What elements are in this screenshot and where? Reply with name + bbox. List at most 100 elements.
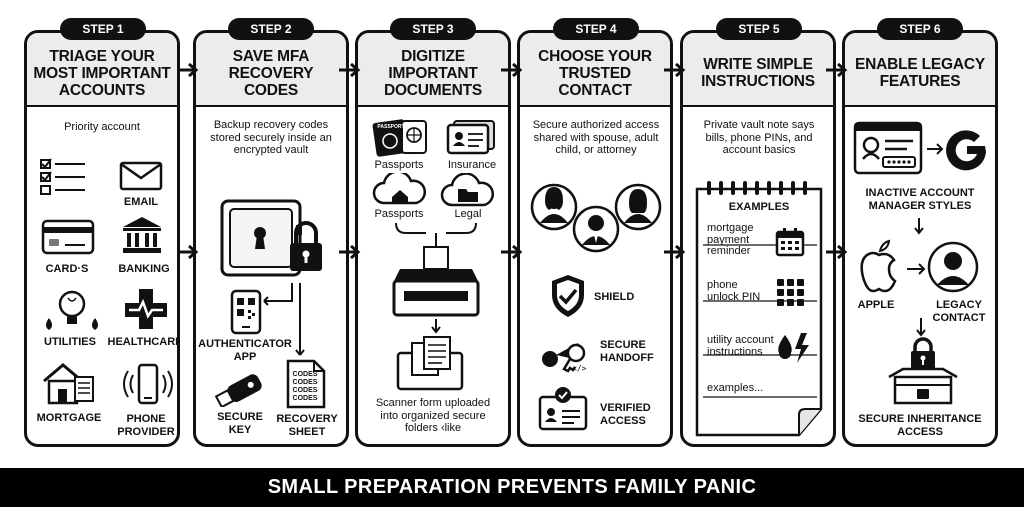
verified-id-icon: [538, 387, 588, 431]
step-2-note: Backup recovery codes stored securely in…: [210, 119, 332, 156]
arrow-3-4-top: [501, 62, 523, 78]
account-to-google-icon: [853, 121, 986, 175]
step-1-title: TRIAGE YOUR MOST IMPORTANT ACCOUNTS: [33, 47, 171, 99]
step-2-panel: SAVE MFA RECOVERY CODES Backup recovery …: [193, 30, 349, 447]
checklist-icon: [40, 158, 85, 195]
passport-icon: [372, 119, 427, 157]
step-3-title: DIGITIZE IMPORTANT DOCUMENTS: [383, 47, 483, 99]
step-3-note: Scanner form uploaded into organized sec…: [375, 397, 491, 434]
arrow-3-4-mid: [501, 244, 523, 260]
step-4-header: CHOOSE YOUR TRUSTED CONTACT: [520, 33, 670, 107]
codes-line-3: CODES: [292, 387, 318, 394]
step-1-header: TRIAGE YOUR MOST IMPORTANT ACCOUNTS: [27, 33, 177, 107]
documents-stack-icon: [396, 336, 464, 391]
codes-line-1: CODES: [292, 371, 318, 378]
step-6-badge: STEP 6: [877, 18, 963, 40]
infographic-canvas: STEP 1 TRIAGE YOUR MOST IMPORTANT ACCOUN…: [0, 0, 1024, 468]
smartphone-icon: [123, 363, 173, 405]
arrow-2-3-top: [339, 62, 361, 78]
legal-label: Legal: [454, 208, 482, 220]
step-5-title: WRITE SIMPLE INSTRUCTIONS: [701, 56, 815, 90]
keys-icon: </>: [542, 343, 587, 373]
arrow-5-6-top: [826, 62, 848, 78]
email-label: EMAIL: [123, 196, 159, 208]
example-more: examples...: [707, 382, 764, 394]
example-mortgage: mortgage payment reminder: [707, 222, 754, 257]
step-4-badge: STEP 4: [553, 18, 639, 40]
down-arrow-2: [916, 318, 926, 337]
step-3-badge: STEP 3: [390, 18, 476, 40]
notepad-icon: [695, 181, 823, 437]
mortgage-label: MORTGAGE: [36, 412, 102, 424]
shield-check-icon: [552, 275, 584, 317]
example-phone-pin: phone unlock PIN: [707, 279, 761, 303]
step-2-header: SAVE MFA RECOVERY CODES: [196, 33, 346, 107]
arrow-1-2-top: [177, 62, 199, 78]
vault-safe-icon: [220, 199, 322, 277]
house-icon: [43, 363, 94, 405]
usb-key-icon: [214, 374, 262, 407]
calendar-icon: [775, 228, 805, 257]
shield-label: SHIELD: [594, 291, 635, 303]
svg-text:</>: </>: [572, 364, 587, 373]
passport-word: PASSPORT: [377, 124, 405, 130]
example-utility: utility account instructions: [707, 334, 774, 358]
arrow-5-6-mid: [826, 244, 848, 260]
verified-access-label: VERIFIED ACCESS: [600, 402, 651, 427]
banking-label: BANKING: [118, 263, 170, 275]
passports-label-1: Passports: [374, 159, 424, 171]
passports-label-2: Passports: [374, 208, 424, 220]
step-5-header: WRITE SIMPLE INSTRUCTIONS: [683, 33, 833, 107]
arrow-4-5-mid: [664, 244, 686, 260]
secure-key-label: SECURE KEY: [217, 411, 263, 436]
step-1-note: Priority account: [64, 121, 140, 133]
step-3-header: DIGITIZE IMPORTANT DOCUMENTS: [358, 33, 508, 107]
inheritance-box-icon: [888, 337, 958, 405]
secure-inheritance-label: SECURE INHERITANCE ACCESS: [858, 413, 982, 438]
insurance-label: Insurance: [447, 159, 497, 171]
utilities-label: UTILITIES: [44, 336, 96, 348]
step-2-badge: STEP 2: [228, 18, 314, 40]
secure-handoff-label: SECURE HANDOFF: [600, 339, 654, 364]
codes-line-4: CODES: [292, 395, 318, 402]
authenticator-label: AUTHENTICATOR APP: [198, 338, 292, 363]
cloud-home-icon: [372, 173, 426, 205]
email-icon: [119, 161, 163, 191]
step-2-title: SAVE MFA RECOVERY CODES: [228, 47, 314, 99]
legacy-contact-label: LEGACY CONTACT: [932, 299, 986, 324]
authenticator-qr-icon: [230, 289, 262, 335]
inactive-account-manager-label: INACTIVE ACCOUNT MANAGER STYLES: [865, 187, 975, 212]
utilities-icon: [46, 290, 98, 330]
step-6-header: ENABLE LEGACY FEATURES: [845, 33, 995, 107]
water-bolt-icon: [778, 333, 809, 363]
step-5-badge: STEP 5: [716, 18, 802, 40]
codes-line-2: CODES: [292, 379, 318, 386]
branch-connector: [263, 283, 305, 356]
down-arrow-1: [914, 218, 924, 235]
step-4-panel: CHOOSE YOUR TRUSTED CONTACT Secure autho…: [517, 30, 673, 447]
keypad-icon: [777, 279, 804, 306]
step-6-title: ENABLE LEGACY FEATURES: [854, 56, 986, 90]
step-3-panel: DIGITIZE IMPORTANT DOCUMENTS PASSPORT Pa…: [355, 30, 511, 447]
cloud-folder-icon: [440, 173, 494, 207]
step-6-panel: ENABLE LEGACY FEATURES INACTIVE ACCOUNT …: [842, 30, 998, 447]
healthcare-icon: [125, 289, 167, 329]
arrow-2-3-mid: [339, 244, 361, 260]
bank-icon: [123, 217, 161, 253]
recovery-sheet-icon: [286, 359, 326, 409]
recovery-sheet-label: RECOVERY SHEET: [276, 413, 338, 438]
scanner-flow-icon: [392, 222, 480, 334]
step-4-note: Secure authorized access shared with spo…: [532, 119, 660, 156]
footer-banner: SMALL PREPARATION PREVENTS FAMILY PANIC: [0, 468, 1024, 507]
phone-provider-label: PHONE PROVIDER: [117, 413, 175, 438]
examples-header: EXAMPLES: [728, 201, 790, 213]
arrow-1-2-mid: [177, 244, 199, 260]
step-5-note: Private vault note says bills, phone PIN…: [703, 119, 815, 156]
arrow-4-5-top: [664, 62, 686, 78]
cards-label: CARD·S: [45, 263, 89, 275]
step-5-panel: WRITE SIMPLE INSTRUCTIONS Private vault …: [680, 30, 836, 447]
insurance-card-icon: [446, 120, 495, 155]
apple-label: APPLE: [857, 299, 895, 311]
apple-to-contact-icon: [860, 239, 979, 293]
credit-card-icon: [41, 219, 95, 255]
